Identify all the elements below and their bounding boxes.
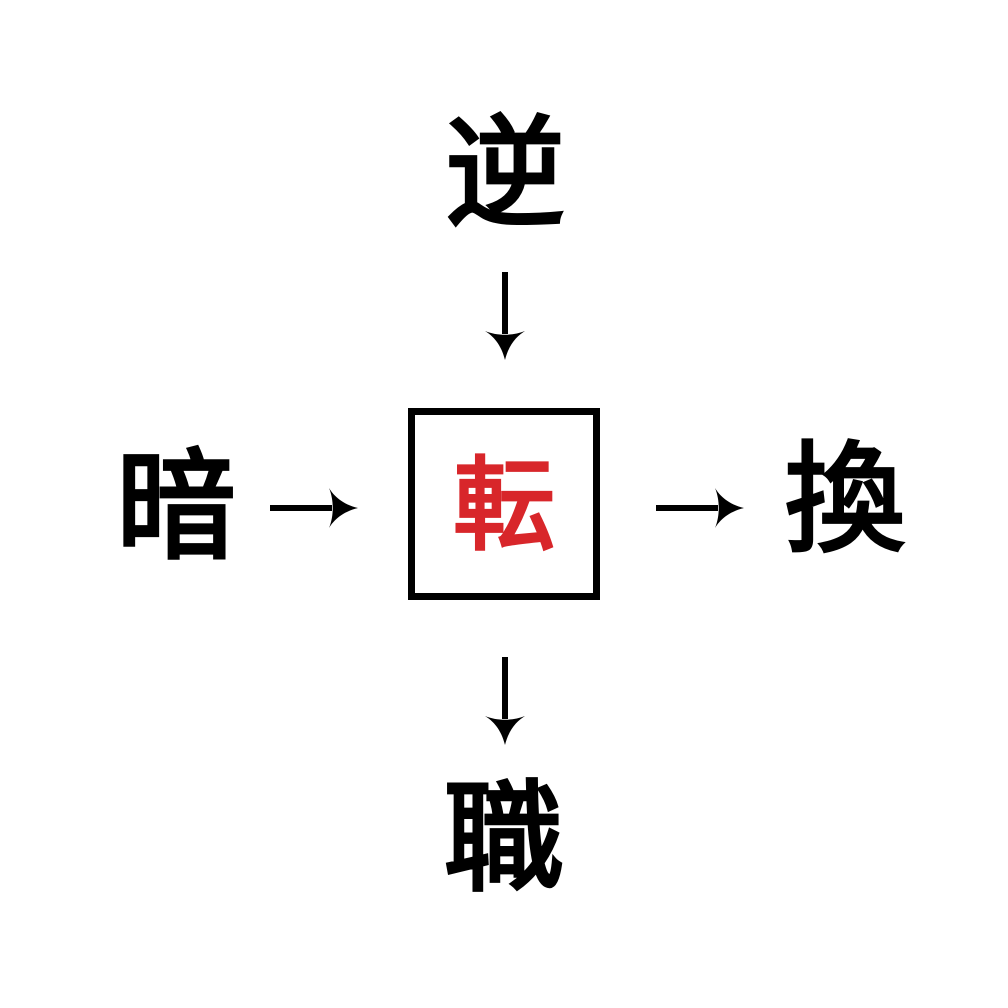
kanji-bottom: 職	[444, 770, 564, 909]
kanji-center: 転	[453, 447, 555, 566]
arrow-right-icon	[266, 481, 360, 535]
kanji-top: 逆	[445, 105, 565, 244]
kanji-right: 換	[785, 431, 905, 570]
kanji-left: 暗	[116, 438, 236, 577]
center-box: 転	[408, 408, 600, 600]
arrow-down-icon	[478, 653, 532, 747]
arrow-right-icon	[652, 481, 746, 535]
arrow-down-icon	[478, 268, 532, 362]
